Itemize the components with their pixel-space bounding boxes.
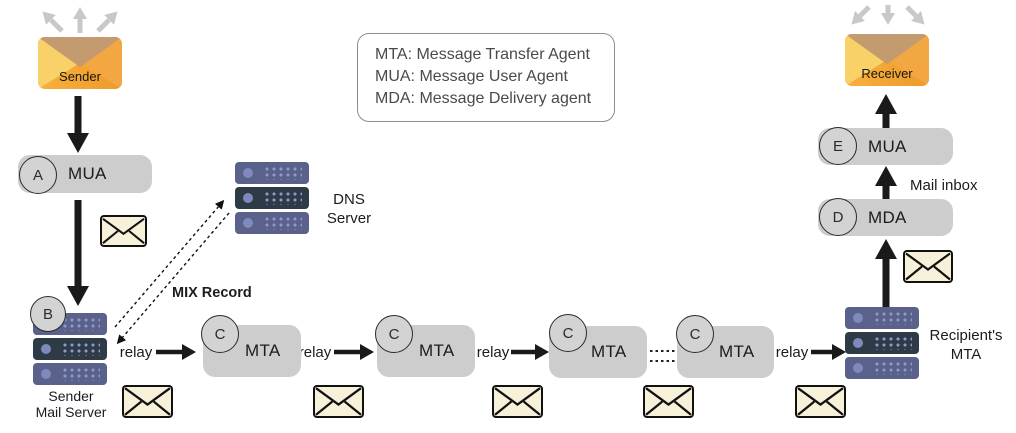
mail-inbox-label: Mail inbox — [910, 177, 978, 194]
sender-mail-server-icon — [33, 313, 107, 388]
mta-label: MTA — [419, 341, 455, 360]
server-bar — [235, 212, 309, 234]
sender-server-label: Sender Mail Server — [35, 388, 107, 420]
mail-envelope-icon — [313, 385, 364, 418]
sender-broadcast-arrows-icon — [42, 7, 118, 33]
sender-envelope-icon: Sender — [38, 37, 122, 89]
mda-label: MDA — [868, 207, 907, 227]
receiver-label: Receiver — [861, 66, 913, 81]
mail-envelope-icon — [100, 215, 147, 247]
dns-query-arrow — [114, 199, 225, 328]
mail-envelope-icon — [903, 250, 953, 283]
mua-a-badge: A — [19, 156, 57, 194]
mix-record-label: MIX Record — [172, 285, 252, 301]
mta-label: MTA — [245, 341, 281, 360]
mua-a-label: MUA — [68, 164, 107, 183]
mta-chain-continuation-dots — [650, 350, 676, 362]
legend-mua: MUA: Message User Agent — [375, 68, 568, 85]
mail-envelope-icon — [795, 385, 846, 418]
mta-badge-1: C — [201, 315, 239, 353]
server-bar — [235, 162, 309, 184]
mta-label: MTA — [719, 342, 755, 361]
mta-badge-3: C — [549, 314, 587, 352]
relay-label-2: relay — [298, 344, 332, 361]
dns-server-label: DNS Server — [326, 191, 372, 227]
legend-mda: MDA: Message Delivery agent — [375, 90, 592, 107]
relay-label-3: relay — [476, 344, 510, 361]
legend-box: MTA: Message Transfer Agent MUA: Message… — [357, 33, 615, 122]
server-bar — [845, 357, 919, 379]
mta-badge-4: C — [676, 315, 714, 353]
receiver-broadcast-arrows-icon — [851, 5, 925, 25]
relay-label-1: relay — [119, 344, 153, 361]
dns-server-icon — [235, 162, 309, 237]
relay-label-4: relay — [775, 344, 809, 361]
mta-badge-2: C — [375, 315, 413, 353]
mua-e-badge: E — [819, 127, 857, 165]
server-bar — [33, 338, 107, 360]
server-bar — [33, 363, 107, 385]
sender-server-badge: B — [30, 296, 66, 332]
recipient-mta-server-icon — [845, 307, 919, 382]
server-bar — [235, 187, 309, 209]
legend-mta: MTA: Message Transfer Agent — [375, 46, 590, 63]
server-bar — [845, 307, 919, 329]
recipient-mta-label: Recipient's MTA — [929, 327, 1003, 363]
sender-label: Sender — [59, 69, 101, 84]
mail-envelope-icon — [643, 385, 694, 418]
receiver-envelope-icon: Receiver — [845, 34, 929, 86]
mda-badge: D — [819, 198, 857, 236]
server-bar — [845, 332, 919, 354]
mta-label: MTA — [591, 342, 627, 361]
mail-envelope-icon — [492, 385, 543, 418]
mail-envelope-icon — [122, 385, 173, 418]
mua-e-label: MUA — [868, 136, 907, 156]
